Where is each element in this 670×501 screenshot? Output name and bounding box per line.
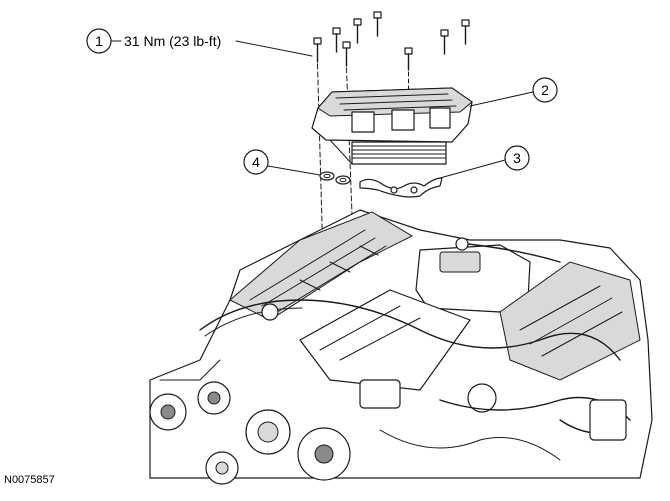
- callout-1-number: 1: [95, 33, 103, 49]
- seal-pair: [319, 171, 351, 185]
- bolt: [332, 27, 341, 53]
- gasket: [359, 177, 443, 198]
- cover-module: [311, 87, 473, 165]
- callout-2-number: 2: [541, 82, 549, 98]
- callout-3-number: 3: [513, 150, 521, 166]
- bolt: [353, 18, 362, 44]
- bolt: [342, 41, 351, 67]
- callout-3: 3: [439, 145, 530, 179]
- bolt: [373, 11, 382, 37]
- callout-1-torque-label: 31 Nm (23 lb-ft): [124, 33, 221, 49]
- bolt: [440, 29, 449, 55]
- engine-assembly: [149, 209, 653, 485]
- bolt: [461, 19, 470, 45]
- callout-1: 1 31 Nm (23 lb-ft): [86, 28, 313, 57]
- callout-2: 2: [469, 77, 558, 107]
- figure-id: N0075857: [4, 474, 55, 486]
- bolt: [404, 47, 413, 71]
- callout-4: 4: [243, 149, 321, 176]
- callout-4-number: 4: [252, 154, 260, 170]
- bolt: [313, 37, 322, 63]
